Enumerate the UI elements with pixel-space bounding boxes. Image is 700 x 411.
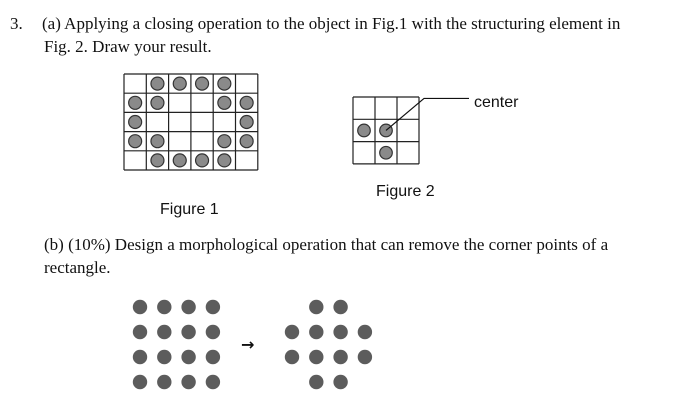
- figure-1-pixel-dot: [128, 114, 143, 130]
- before-dot: [205, 349, 221, 365]
- after-dot: [309, 324, 324, 340]
- before-dot: [157, 349, 172, 365]
- question-number: 3.: [10, 14, 23, 33]
- figure-1-pixel-dot: [239, 95, 254, 110]
- figure-1-pixel-dot: [172, 153, 187, 168]
- before-dot: [205, 299, 221, 315]
- before-dot: [157, 324, 172, 340]
- figure-1-pixel-dot: [217, 95, 232, 110]
- before-dot: [181, 299, 196, 315]
- after-dot: [333, 299, 348, 315]
- figure-1-pixel-dot: [217, 153, 232, 168]
- part-a-line-2: Fig. 2. Draw your result.: [44, 37, 212, 56]
- after-dot: [309, 349, 324, 365]
- figure-1-pixel-dot: [194, 153, 210, 168]
- figure-1-pixel-dot: [150, 134, 165, 149]
- figure-2-pixel-dot: [357, 123, 371, 138]
- figure-1-pixel-dot: [128, 95, 143, 110]
- before-dot: [181, 374, 196, 390]
- figure-1-pixel-dot: [172, 76, 187, 91]
- figure-1-pixel-dot: [150, 153, 165, 168]
- before-dot: [205, 324, 221, 340]
- after-dot: [333, 374, 348, 390]
- after-dot: [357, 324, 373, 340]
- before-dot: [157, 299, 172, 315]
- figure-2-pixel-dot: [379, 145, 393, 160]
- figure-1-pixel-dot: [128, 134, 143, 149]
- after-dot: [357, 349, 373, 365]
- center-annotation: center: [474, 94, 519, 111]
- part-b-line-1: (b) (10%) Design a morphological operati…: [44, 235, 609, 254]
- after-dot: [333, 324, 348, 340]
- after-dot: [284, 349, 300, 365]
- after-dot: [309, 299, 324, 315]
- before-dot: [181, 349, 196, 365]
- figure-1-grid: [123, 73, 259, 171]
- center-leader-line: [385, 97, 469, 131]
- figure-2-structuring-element: [352, 96, 469, 165]
- before-dot: [132, 299, 148, 315]
- figure-1-pixel-dot: [150, 95, 165, 110]
- part-b-example: [132, 299, 373, 390]
- figure-1-pixel-dot: [194, 76, 210, 91]
- figure-1-pixel-dot: [150, 76, 165, 91]
- figure-2-caption: Figure 2: [376, 183, 435, 200]
- arrow-icon: →: [241, 335, 255, 354]
- part-a-line-1: (a) Applying a closing operation to the …: [42, 14, 621, 33]
- figure-1-pixel-dot: [239, 114, 254, 130]
- before-dot: [132, 374, 148, 390]
- before-dot: [157, 374, 172, 390]
- after-dot: [309, 374, 324, 390]
- before-dot: [205, 374, 221, 390]
- before-dot: [181, 324, 196, 340]
- before-dot: [132, 324, 148, 340]
- part-b-line-2: rectangle.: [44, 258, 111, 277]
- figure-1-pixel-dot: [239, 134, 254, 149]
- figure-1-pixel-dot: [217, 134, 232, 149]
- figure-1-caption: Figure 1: [160, 201, 219, 218]
- after-dot: [333, 349, 348, 365]
- after-dot: [284, 324, 300, 340]
- before-dot: [132, 349, 148, 365]
- figure-1-pixel-dot: [217, 76, 232, 91]
